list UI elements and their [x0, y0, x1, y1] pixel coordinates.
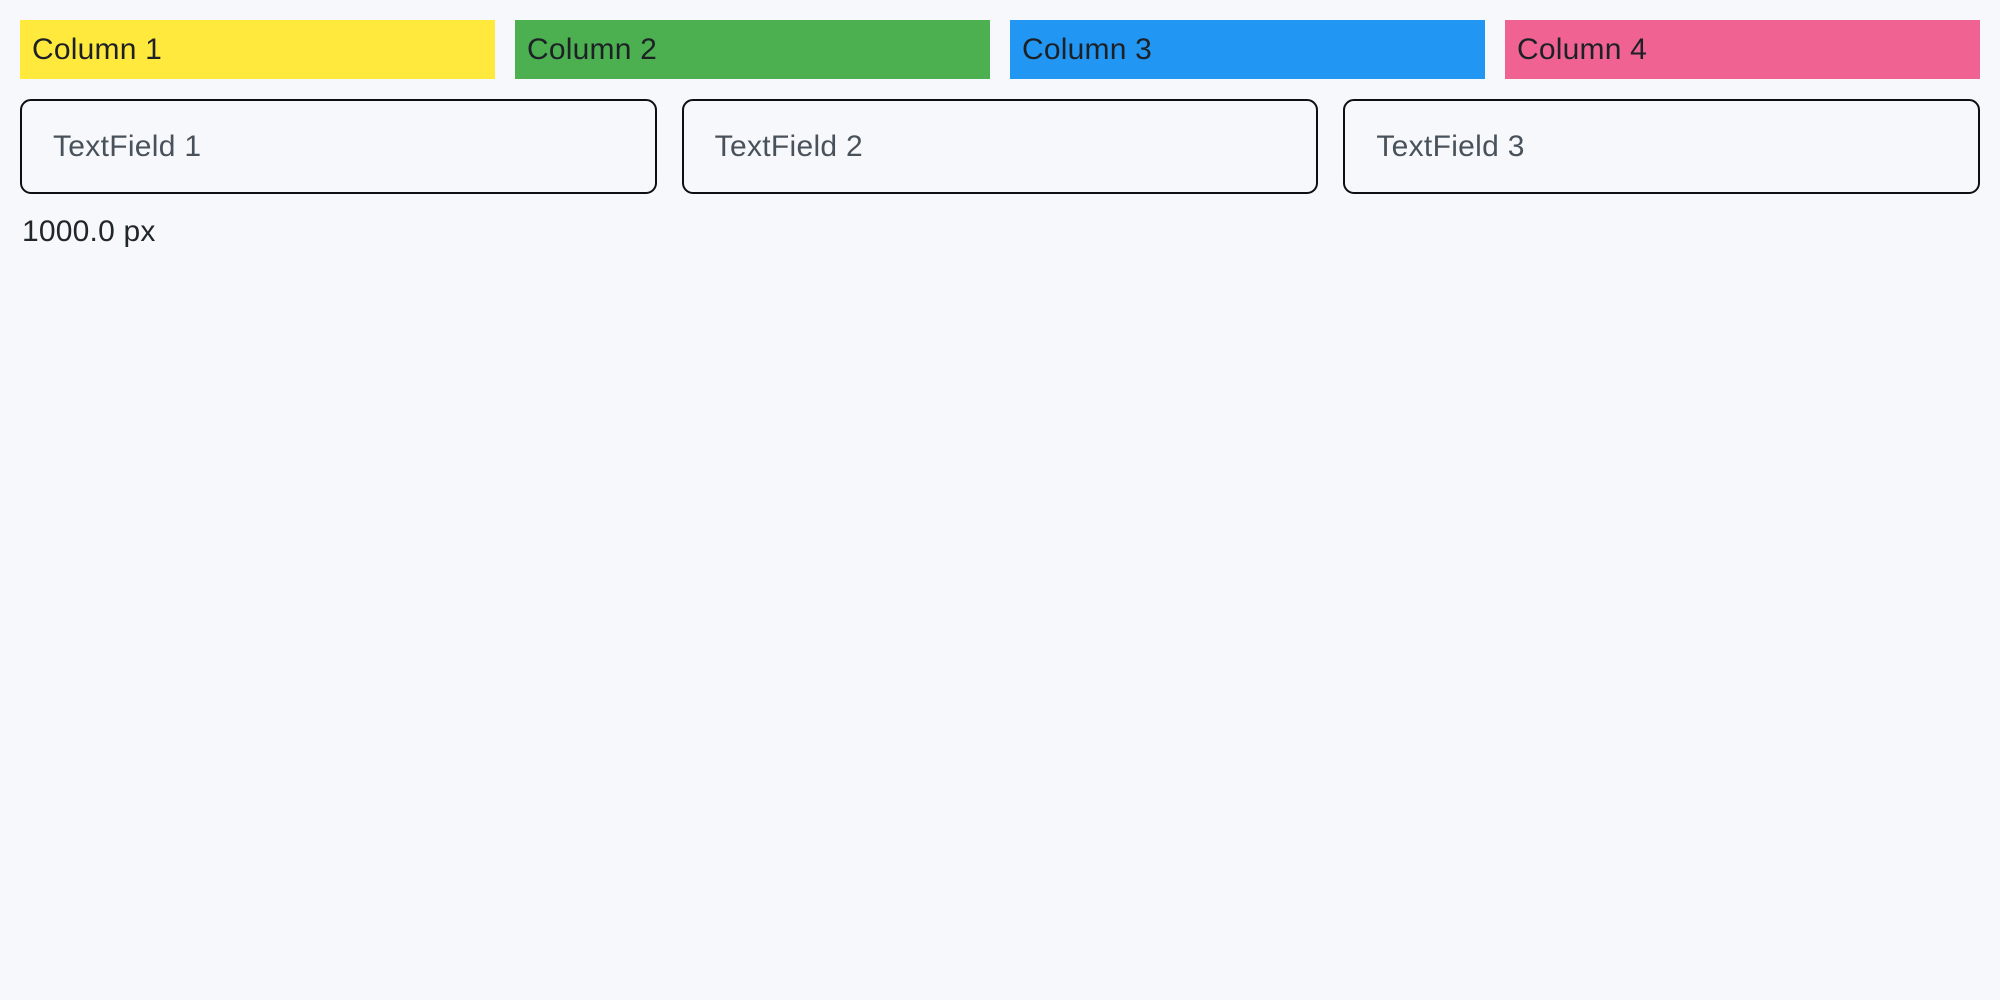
textfield-1[interactable]	[20, 99, 657, 194]
column-2: Column 2	[515, 20, 990, 79]
column-1: Column 1	[20, 20, 495, 79]
column-2-label: Column 2	[527, 32, 657, 66]
column-3: Column 3	[1010, 20, 1485, 79]
textfield-row	[20, 99, 1981, 194]
textfield-3[interactable]	[1343, 99, 1981, 194]
column-3-label: Column 3	[1022, 32, 1152, 66]
textfield-2[interactable]	[681, 99, 1319, 194]
column-header-row: Column 1 Column 2 Column 3 Column 4	[20, 20, 1980, 79]
column-4-label: Column 4	[1517, 32, 1647, 66]
column-4: Column 4	[1505, 20, 1980, 79]
column-1-label: Column 1	[32, 32, 162, 66]
width-readout: 1000.0 px	[22, 215, 156, 248]
